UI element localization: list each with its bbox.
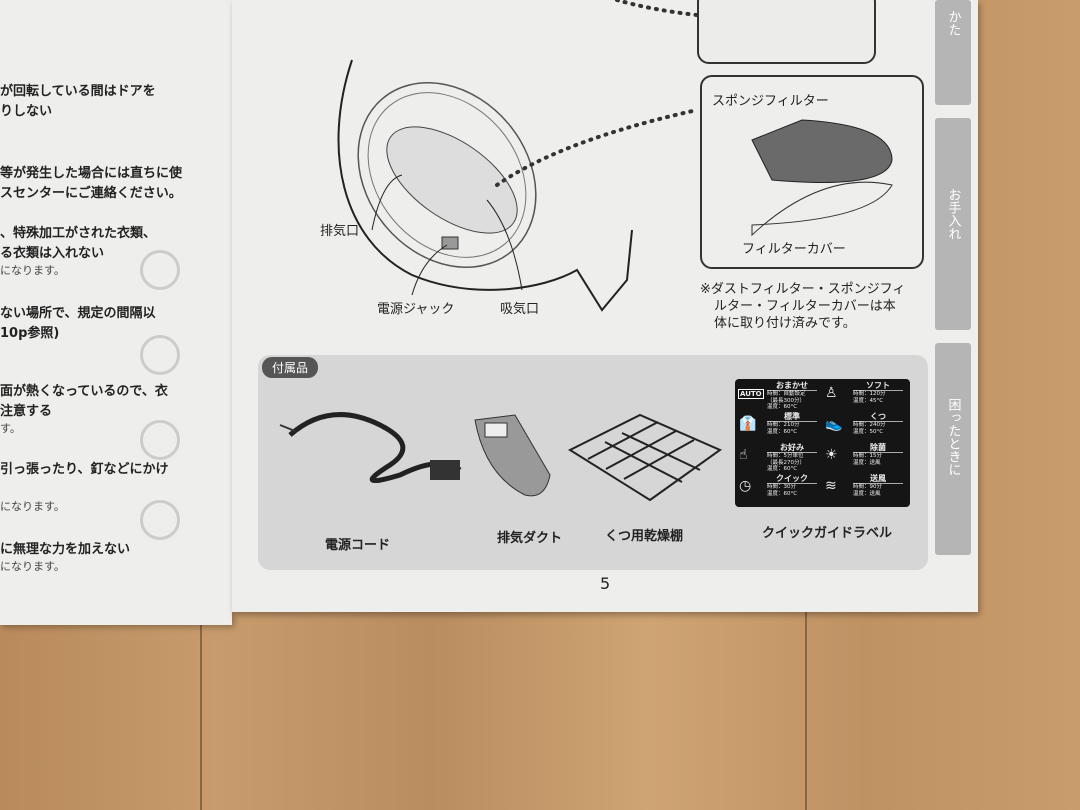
warning-symbol-icon: [140, 250, 180, 290]
shoe-icon: 👟: [825, 416, 843, 432]
shirt-icon: 👔: [739, 416, 757, 432]
wood-seam: [200, 600, 202, 810]
auto-icon: AUTO: [738, 389, 764, 399]
left-page-text-line: 引っ張ったり、釘などにかけ: [0, 462, 169, 477]
guide-mode-name: 標準: [767, 412, 817, 422]
guide-mode-name: 送風: [853, 474, 903, 484]
hand-icon: ☝: [739, 447, 748, 463]
guide-mode-name: 除菌: [853, 443, 903, 453]
left-page-text-line: 注意する: [0, 404, 53, 419]
guide-mode-detail: 時間：15分 温度：送風: [853, 453, 882, 466]
guide-mode: 👟 くつ時間：240分 温度：50°C: [823, 412, 908, 443]
left-page-text-line: 、特殊加工がされた衣類、: [0, 226, 157, 241]
exhaust-duct-image: [474, 414, 551, 497]
wind-icon: ≋: [825, 478, 837, 494]
left-page-text-line: ない場所で、規定の間隔以: [0, 306, 156, 321]
accessory-shoe-rack: くつ用乾燥棚: [605, 529, 684, 544]
guide-mode: ☀ 除菌時間：15分 温度：送風: [823, 443, 908, 474]
accessories-title: 付属品: [262, 357, 319, 378]
sponge-filter-box: [700, 75, 924, 269]
warning-symbol-icon: [140, 420, 180, 460]
accessory-exhaust-duct: 排気ダクト: [497, 531, 563, 546]
side-tab-care[interactable]: お手入れ: [935, 118, 971, 330]
accessory-illustrations: [279, 412, 723, 502]
dryer-diagram: [337, 0, 893, 312]
guide-mode-detail: 時間：240分 温度：50°C: [853, 422, 886, 435]
note-line: ※ダストフィルター・スポンジフィ: [700, 282, 906, 297]
sponge-filter-label: スポンジフィルター: [712, 94, 829, 109]
wood-seam: [805, 600, 807, 810]
guide-mode-detail: 時間：90分 温度：送風: [853, 484, 882, 497]
guide-mode-detail: 時間：30分 温度：60°C: [767, 484, 798, 497]
guide-mode-name: ソフト: [853, 381, 903, 391]
page-number: 5: [600, 574, 611, 593]
left-page-text-line: になります。: [0, 264, 65, 277]
guide-mode-detail: 時間：自動設定 （最長300分） 温度：60°C: [767, 391, 806, 410]
left-page-text-line: りしない: [0, 104, 53, 119]
left-page-text-line: 等が発生した場合には直ちに使: [0, 166, 183, 181]
warning-symbol-icon: [140, 335, 180, 375]
accessory-quick-guide-label: クイックガイドラベル: [762, 526, 893, 541]
accessory-power-cord: 電源コード: [325, 538, 391, 553]
side-tab-label: お手入れ: [945, 188, 961, 240]
left-page-text-line: になります。: [0, 560, 65, 573]
guide-mode: ☝ お好み時間：5分単位 （最長270分） 温度：60°C: [737, 443, 822, 474]
guide-mode-name: おまかせ: [767, 381, 817, 391]
side-tab-troubleshooting[interactable]: 困ったときに: [935, 343, 971, 555]
shoe-rack-image: [567, 413, 723, 502]
guide-mode-name: お好み: [767, 443, 817, 453]
guide-mode-name: くつ: [853, 412, 903, 422]
left-page-text-line: す。: [0, 422, 21, 435]
guide-mode-name: クイック: [767, 474, 817, 484]
left-page-text-line: が回転している間はドアを: [0, 84, 156, 99]
guide-mode: ♙ ソフト時間：120分 温度：45°C: [823, 381, 908, 412]
guide-mode: ◷ クイック時間：30分 温度：60°C: [737, 474, 822, 505]
guide-mode-detail: 時間：5分単位 （最長270分） 温度：60°C: [767, 453, 805, 472]
left-page-text-line: スセンターにご連絡ください。: [0, 186, 182, 201]
filter-cover-label: フィルターカバー: [742, 242, 846, 257]
side-tab-label: 困ったときに: [945, 398, 961, 476]
guide-mode-detail: 時間：210分 温度：60°C: [767, 422, 800, 435]
intake-label: 吸気口: [500, 302, 540, 317]
side-tab[interactable]: かた: [935, 0, 971, 105]
left-page-text-line: 面が熱くなっているので、衣: [0, 384, 168, 399]
dress-icon: ♙: [825, 385, 838, 401]
uv-icon: ☀: [825, 447, 838, 463]
left-page-text-line: る衣類は入れない: [0, 246, 105, 261]
left-page: が回転している間はドアをりしない等が発生した場合には直ちに使スセンターにご連絡く…: [0, 0, 232, 625]
power-cord-image: [279, 412, 462, 484]
power-jack-label: 電源ジャック: [377, 302, 455, 317]
dust-filter-box: [697, 0, 876, 64]
clock-icon: ◷: [739, 478, 752, 494]
guide-mode: ≋ 送風時間：90分 温度：送風: [823, 474, 908, 505]
warning-symbol-icon: [140, 500, 180, 540]
left-page-text-line: に無理な力を加えない: [0, 542, 131, 557]
exhaust-label: 排気口: [320, 224, 360, 239]
note-line: 体に取り付け済みです。: [714, 316, 856, 331]
guide-mode-detail: 時間：120分 温度：45°C: [853, 391, 886, 404]
guide-mode: 👔 標準時間：210分 温度：60°C: [737, 412, 822, 443]
left-page-text-line: になります。: [0, 500, 65, 513]
side-tab-label: かた: [945, 10, 961, 36]
left-page-text-line: 10p参照): [0, 326, 60, 341]
note-line: ルター・フィルターカバーは本: [714, 299, 896, 314]
